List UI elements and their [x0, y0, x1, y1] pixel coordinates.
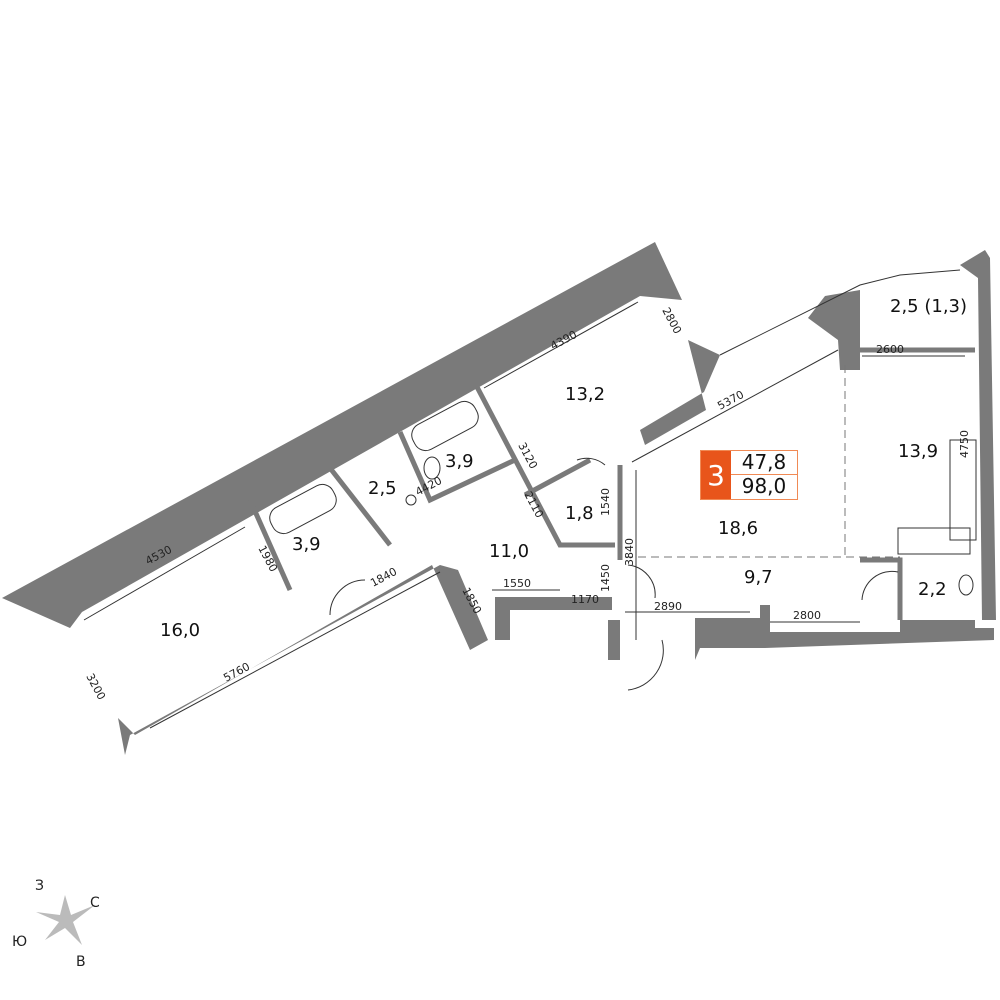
compass-star-icon [36, 895, 95, 945]
living-area: 47,8 [731, 451, 797, 475]
partition-walls [473, 383, 615, 548]
compass-east: В [76, 954, 86, 970]
dimension-label: 2890 [654, 600, 682, 613]
wall-bottom-left [118, 565, 488, 755]
dimension-label: 1840 [368, 565, 399, 590]
dim-line [631, 349, 839, 463]
dimension-label: 2800 [793, 609, 821, 622]
area-label: 3,9 [445, 451, 474, 472]
dimension-label: 4750 [958, 430, 971, 458]
dimension-label: 2110 [521, 489, 546, 520]
door-arc [576, 457, 606, 466]
wall-bottom-stub [608, 620, 620, 660]
area-label: 2,5 [368, 478, 397, 499]
drain [405, 494, 417, 506]
apartment-badge: 3 47,8 98,0 [700, 450, 798, 500]
area-label: 2,5 (1,3) [890, 296, 967, 317]
wall-balcony-corner [808, 290, 860, 370]
compass-west: З [35, 878, 44, 894]
dimension-label: 2600 [876, 343, 904, 356]
dimension-label: 5370 [715, 388, 746, 413]
area-label: 2,2 [918, 579, 947, 600]
dimension-label: 1450 [599, 564, 612, 592]
wall-right-diagonal [640, 340, 720, 445]
compass-south: Ю [12, 934, 27, 950]
toilet [958, 574, 974, 596]
area-label: 18,6 [718, 518, 758, 539]
wall-bottom-mid [495, 597, 612, 640]
area-label: 9,7 [744, 567, 773, 588]
toilet [423, 456, 441, 480]
dim-line [83, 526, 246, 621]
dimension-label: 1550 [503, 577, 531, 590]
wall-bottom-right [695, 605, 994, 660]
area-label: 13,9 [898, 441, 938, 462]
door-arc [861, 570, 899, 601]
partition-walls [523, 457, 592, 498]
dim-line [149, 571, 441, 729]
partition-walls [247, 498, 293, 592]
dimension-label: 3200 [83, 671, 108, 702]
area-label: 1,8 [565, 503, 594, 524]
dimension-label: 2800 [659, 305, 684, 336]
area-label: 11,0 [489, 541, 529, 562]
partition-walls [328, 466, 392, 547]
wall-right-outer [960, 250, 996, 620]
area-label: 16,0 [160, 620, 200, 641]
compass-north: С [90, 895, 100, 911]
kitchen-sink [897, 527, 971, 555]
dimension-label: 1540 [599, 488, 612, 516]
wall-outer-long [2, 242, 682, 628]
bathtub [411, 400, 479, 452]
kitchen-counter [949, 439, 977, 541]
area-label: 13,2 [565, 384, 605, 405]
dim-line [483, 301, 639, 389]
room-count: 3 [701, 451, 731, 499]
dimension-label: 1170 [571, 593, 599, 606]
total-area: 98,0 [741, 474, 787, 498]
partition-walls [860, 557, 903, 620]
balcony-railing [719, 269, 961, 356]
door-arc [627, 639, 664, 691]
bathtub [269, 483, 337, 535]
dimension-label: 3840 [623, 538, 636, 566]
door-arc [627, 564, 656, 599]
door-arc [329, 579, 366, 616]
area-label: 3,9 [292, 534, 321, 555]
partition-walls [397, 430, 517, 504]
